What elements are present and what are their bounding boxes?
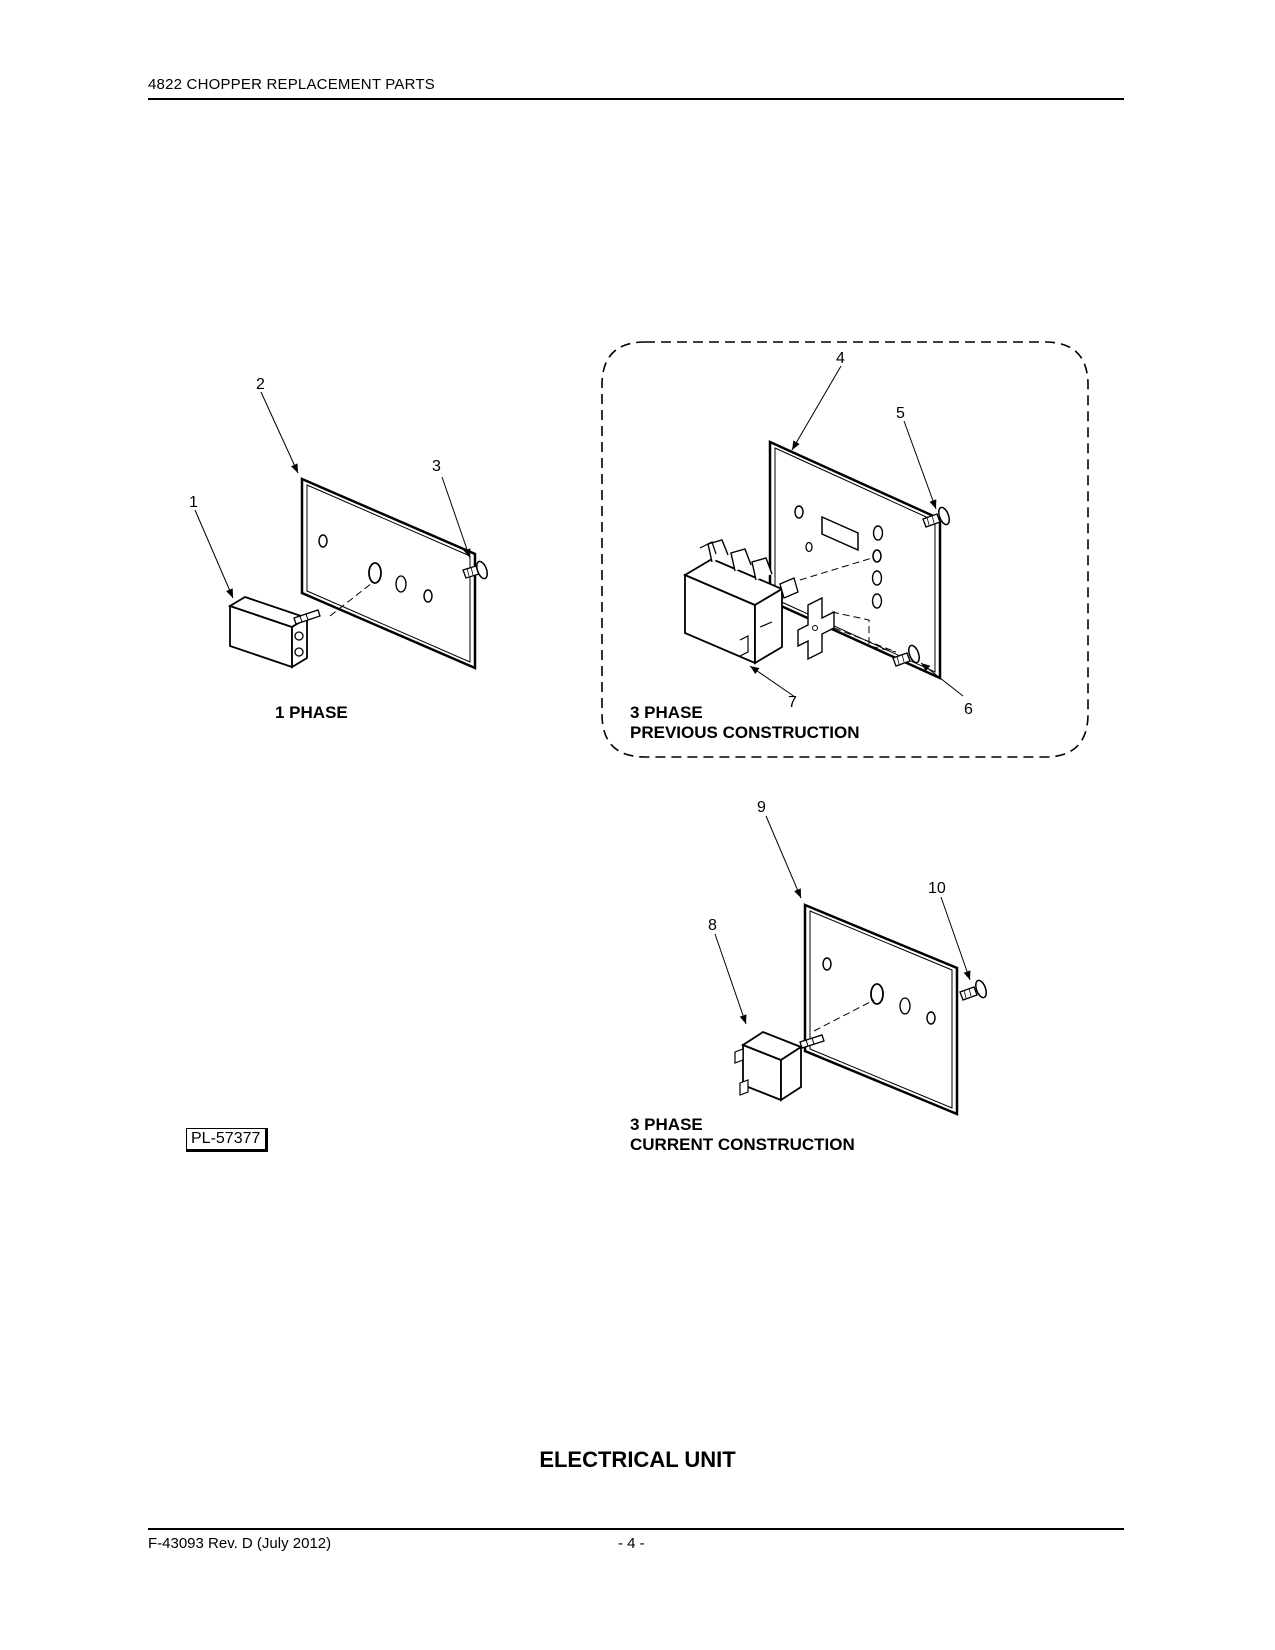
switch-plate-part-9: [803, 903, 959, 1116]
callout-3: 3: [432, 458, 441, 475]
callout-2: 2: [256, 376, 265, 393]
header-rule: [148, 98, 1124, 100]
screw-part-6: [892, 644, 920, 667]
footer-rule: [148, 1528, 1124, 1530]
switch-plate-part-4: [768, 440, 942, 680]
figure-1-phase: 2 1 3: [189, 376, 488, 670]
footer-doc-id: F-43093 Rev. D (July 2012): [148, 1535, 332, 1552]
callout-8: 8: [708, 917, 717, 934]
rotary-switch-part-8: [734, 1030, 825, 1102]
footer-page-number: - 4 -: [618, 1535, 645, 1552]
callout-6: 6: [964, 701, 973, 718]
screw-part-3: [462, 560, 488, 580]
figure-3-phase-previous: 4 5 6 7: [601, 341, 1089, 758]
screw-part-10: [959, 979, 987, 1001]
callout-10: 10: [928, 880, 946, 897]
header-title: 4822 CHOPPER REPLACEMENT PARTS: [148, 76, 435, 93]
figure-3-phase-current: 9 10 8: [708, 799, 987, 1116]
callout-4: 4: [836, 350, 845, 367]
caption-3-phase-current: 3 PHASE CURRENT CONSTRUCTION: [630, 1115, 855, 1154]
callout-7: 7: [788, 694, 797, 711]
toggle-switch-part-1: [227, 596, 321, 669]
rotary-switch-part-7: [683, 539, 799, 665]
callout-1: 1: [189, 494, 198, 511]
mounting-bracket: [797, 596, 835, 661]
callout-9: 9: [757, 799, 766, 816]
plate-id-box: PL-57377: [186, 1128, 269, 1152]
screw-part-5: [922, 506, 950, 528]
caption-3-phase-previous: 3 PHASE PREVIOUS CONSTRUCTION: [630, 703, 860, 742]
switch-plate-part-2: [300, 477, 477, 670]
page-title: ELECTRICAL UNIT: [539, 1447, 736, 1472]
callout-5: 5: [896, 405, 905, 422]
previous-construction-outline: [601, 341, 1089, 758]
caption-1-phase: 1 PHASE: [275, 703, 348, 722]
